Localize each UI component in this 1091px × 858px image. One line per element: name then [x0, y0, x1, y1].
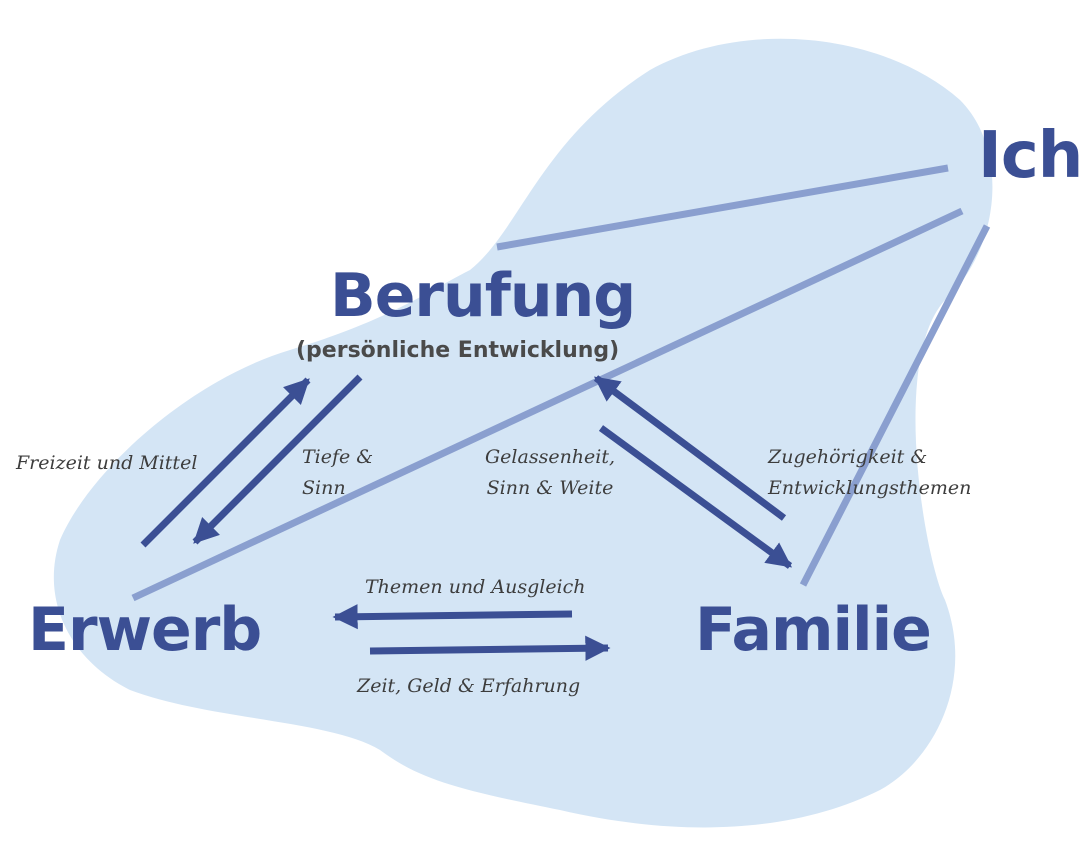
label-erwerb-to-familie: Zeit, Geld & Erfahrung	[357, 675, 581, 697]
arrow-berufung-to-erwerb	[192, 374, 363, 545]
label-berufung-to-erwerb: Tiefe & Sinn	[302, 442, 373, 504]
arrow-berufung-to-familie	[598, 425, 793, 569]
arrow-familie-to-berufung	[593, 375, 787, 521]
node-berufung: Berufung	[330, 261, 636, 331]
node-berufung-subtitle: (persönliche Entwicklung)	[296, 338, 620, 363]
connector-ich-berufung	[496, 164, 949, 251]
label-familie-to-erwerb: Themen und Ausgleich	[365, 576, 586, 598]
connector-ich-familie	[799, 224, 991, 587]
label-line: Tiefe &	[302, 446, 374, 468]
label-line: Sinn & Weite	[486, 477, 614, 499]
node-ich: Ich	[978, 119, 1083, 193]
label-erwerb-to-berufung: Freizeit und Mittel	[16, 452, 198, 474]
node-familie: Familie	[695, 595, 932, 665]
arrow-erwerb-to-berufung	[140, 377, 311, 548]
label-line: Gelassenheit,	[485, 446, 616, 468]
label-line: Sinn	[302, 477, 346, 499]
label-familie-to-berufung: Zugehörigkeit & Entwicklungsthemen	[768, 442, 971, 504]
node-erwerb: Erwerb	[28, 595, 262, 665]
label-line: Zugehörigkeit &	[768, 446, 928, 468]
label-line: Entwicklungsthemen	[768, 477, 972, 499]
arrow-erwerb-to-familie	[369, 635, 611, 661]
arrow-familie-to-erwerb	[332, 604, 573, 630]
label-berufung-to-familie: Gelassenheit, Sinn & Weite	[485, 442, 615, 504]
connector-ich-erwerb	[131, 207, 964, 602]
background-blob	[53, 38, 993, 828]
